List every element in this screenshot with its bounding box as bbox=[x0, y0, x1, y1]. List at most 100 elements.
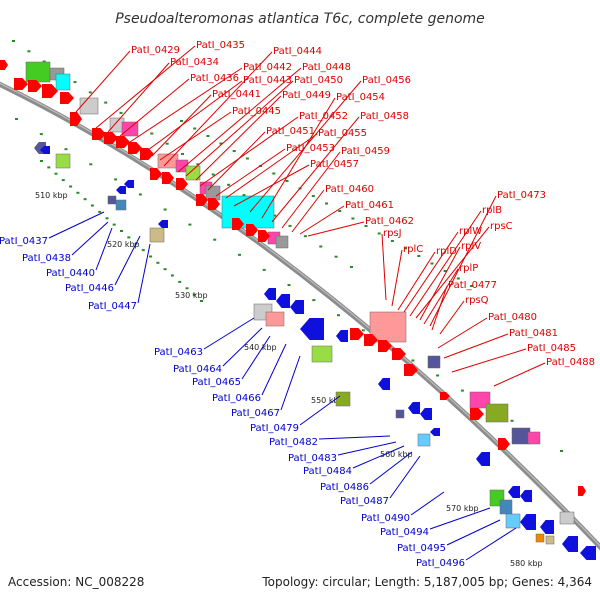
leader-line bbox=[163, 51, 273, 167]
scale-dash bbox=[334, 255, 338, 258]
gene-block bbox=[545, 535, 555, 545]
forward-gene-label: PatI_0488 bbox=[546, 357, 595, 368]
genome-backbone-layer bbox=[0, 81, 600, 551]
scale-dash bbox=[141, 249, 145, 252]
scale-dash bbox=[287, 284, 291, 286]
leader-line bbox=[151, 94, 212, 157]
leader-line bbox=[419, 246, 461, 321]
scale-dash bbox=[417, 255, 421, 257]
scale-dash bbox=[560, 450, 563, 452]
reverse-gene-arrow bbox=[336, 330, 348, 342]
scale-dash bbox=[404, 247, 408, 250]
forward-gene-label: PatI_0443 bbox=[243, 75, 292, 86]
leader-line bbox=[215, 148, 286, 197]
gene-block bbox=[369, 311, 407, 343]
forward-gene-label: PatI_0481 bbox=[509, 328, 558, 339]
scale-dash bbox=[377, 232, 381, 235]
forward-gene-label: rpsQ bbox=[465, 295, 489, 306]
forward-gene-arrow bbox=[14, 78, 28, 90]
leader-line bbox=[352, 445, 405, 469]
scale-dash bbox=[156, 261, 160, 264]
gene-block bbox=[511, 427, 531, 445]
leader-line-layer bbox=[48, 45, 546, 561]
scale-dash bbox=[76, 191, 80, 194]
reverse-gene-arrow bbox=[378, 378, 390, 390]
leader-line bbox=[114, 235, 141, 286]
leader-line bbox=[107, 62, 170, 133]
reverse-gene-label: PatI_0479 bbox=[250, 423, 299, 434]
forward-gene-arrow bbox=[28, 80, 42, 92]
reverse-gene-arrow bbox=[290, 300, 304, 314]
scale-dash bbox=[470, 285, 473, 287]
scale-tick-label: 530 kbp bbox=[175, 291, 208, 300]
reverse-gene-arrow bbox=[508, 486, 520, 498]
leader-line bbox=[415, 226, 490, 319]
scale-dash bbox=[245, 157, 249, 160]
scale-dash bbox=[98, 210, 102, 213]
leader-line bbox=[439, 300, 465, 335]
forward-gene-label: PatI_0460 bbox=[325, 184, 374, 195]
scale-dash bbox=[178, 280, 182, 283]
forward-gene-label: PatI_0485 bbox=[527, 343, 576, 354]
leader-line bbox=[493, 362, 546, 387]
forward-gene-label: PatI_0456 bbox=[362, 75, 411, 86]
scale-dash bbox=[192, 293, 196, 296]
leader-line bbox=[437, 317, 488, 349]
gene-block bbox=[157, 153, 179, 169]
forward-gene-label: PatI_0473 bbox=[497, 190, 546, 201]
scale-dash bbox=[325, 202, 328, 205]
leader-line bbox=[199, 116, 299, 187]
scale-dash bbox=[456, 277, 460, 280]
leader-line bbox=[75, 50, 131, 113]
scale-dash bbox=[54, 172, 58, 175]
scale-dash bbox=[89, 163, 93, 166]
forward-gene-label: PatI_0457 bbox=[310, 159, 359, 170]
scale-dash bbox=[64, 148, 68, 151]
forward-gene-arrow bbox=[70, 112, 82, 126]
forward-gene-label: rplB bbox=[482, 205, 502, 216]
scale-dash bbox=[337, 314, 340, 317]
leader-line bbox=[410, 491, 445, 516]
scale-dash bbox=[510, 419, 514, 422]
scale-dash bbox=[193, 127, 197, 130]
forward-gene-arrow bbox=[470, 408, 484, 420]
scale-dash bbox=[350, 266, 353, 268]
leader-line bbox=[429, 507, 491, 530]
forward-gene-label: PatI_0444 bbox=[273, 46, 322, 57]
leader-line bbox=[241, 335, 271, 380]
forward-gene-label: PatI_0448 bbox=[302, 62, 351, 73]
leader-line bbox=[391, 249, 403, 307]
scale-dash bbox=[312, 299, 316, 302]
leader-line bbox=[177, 67, 302, 173]
leader-line bbox=[443, 333, 509, 359]
leader-line bbox=[129, 67, 243, 143]
gene-block bbox=[535, 533, 545, 543]
scale-dash bbox=[104, 101, 108, 104]
scale-dash bbox=[119, 111, 123, 114]
forward-gene-label: PatI_0429 bbox=[131, 45, 180, 56]
scale-dash bbox=[188, 223, 192, 226]
gene-block bbox=[559, 511, 575, 525]
scale-dash bbox=[47, 166, 51, 169]
forward-gene-label: PatI_0442 bbox=[243, 62, 292, 73]
forward-gene-arrow bbox=[104, 132, 118, 144]
reverse-gene-label: PatI_0465 bbox=[192, 377, 241, 388]
scale-dash bbox=[238, 253, 241, 256]
scale-dash bbox=[138, 193, 142, 196]
scale-dash bbox=[127, 236, 131, 239]
forward-gene-label: PatI_0454 bbox=[336, 92, 385, 103]
scale-dash bbox=[12, 40, 15, 42]
forward-gene-arrow bbox=[350, 328, 364, 340]
leader-line bbox=[465, 527, 517, 561]
feature-layer bbox=[0, 60, 596, 560]
forward-gene-label: rplC bbox=[403, 244, 423, 255]
forward-gene-label: PatI_0480 bbox=[488, 312, 537, 323]
forward-gene-label: PatI_0458 bbox=[360, 111, 409, 122]
leader-line bbox=[299, 395, 341, 426]
reverse-gene-label: PatI_0484 bbox=[303, 466, 352, 477]
forward-gene-arrow bbox=[0, 60, 8, 70]
gene-block bbox=[505, 513, 521, 529]
forward-gene-label: PatI_0459 bbox=[341, 146, 390, 157]
scale-tick-label: 560 kbp bbox=[380, 450, 413, 459]
